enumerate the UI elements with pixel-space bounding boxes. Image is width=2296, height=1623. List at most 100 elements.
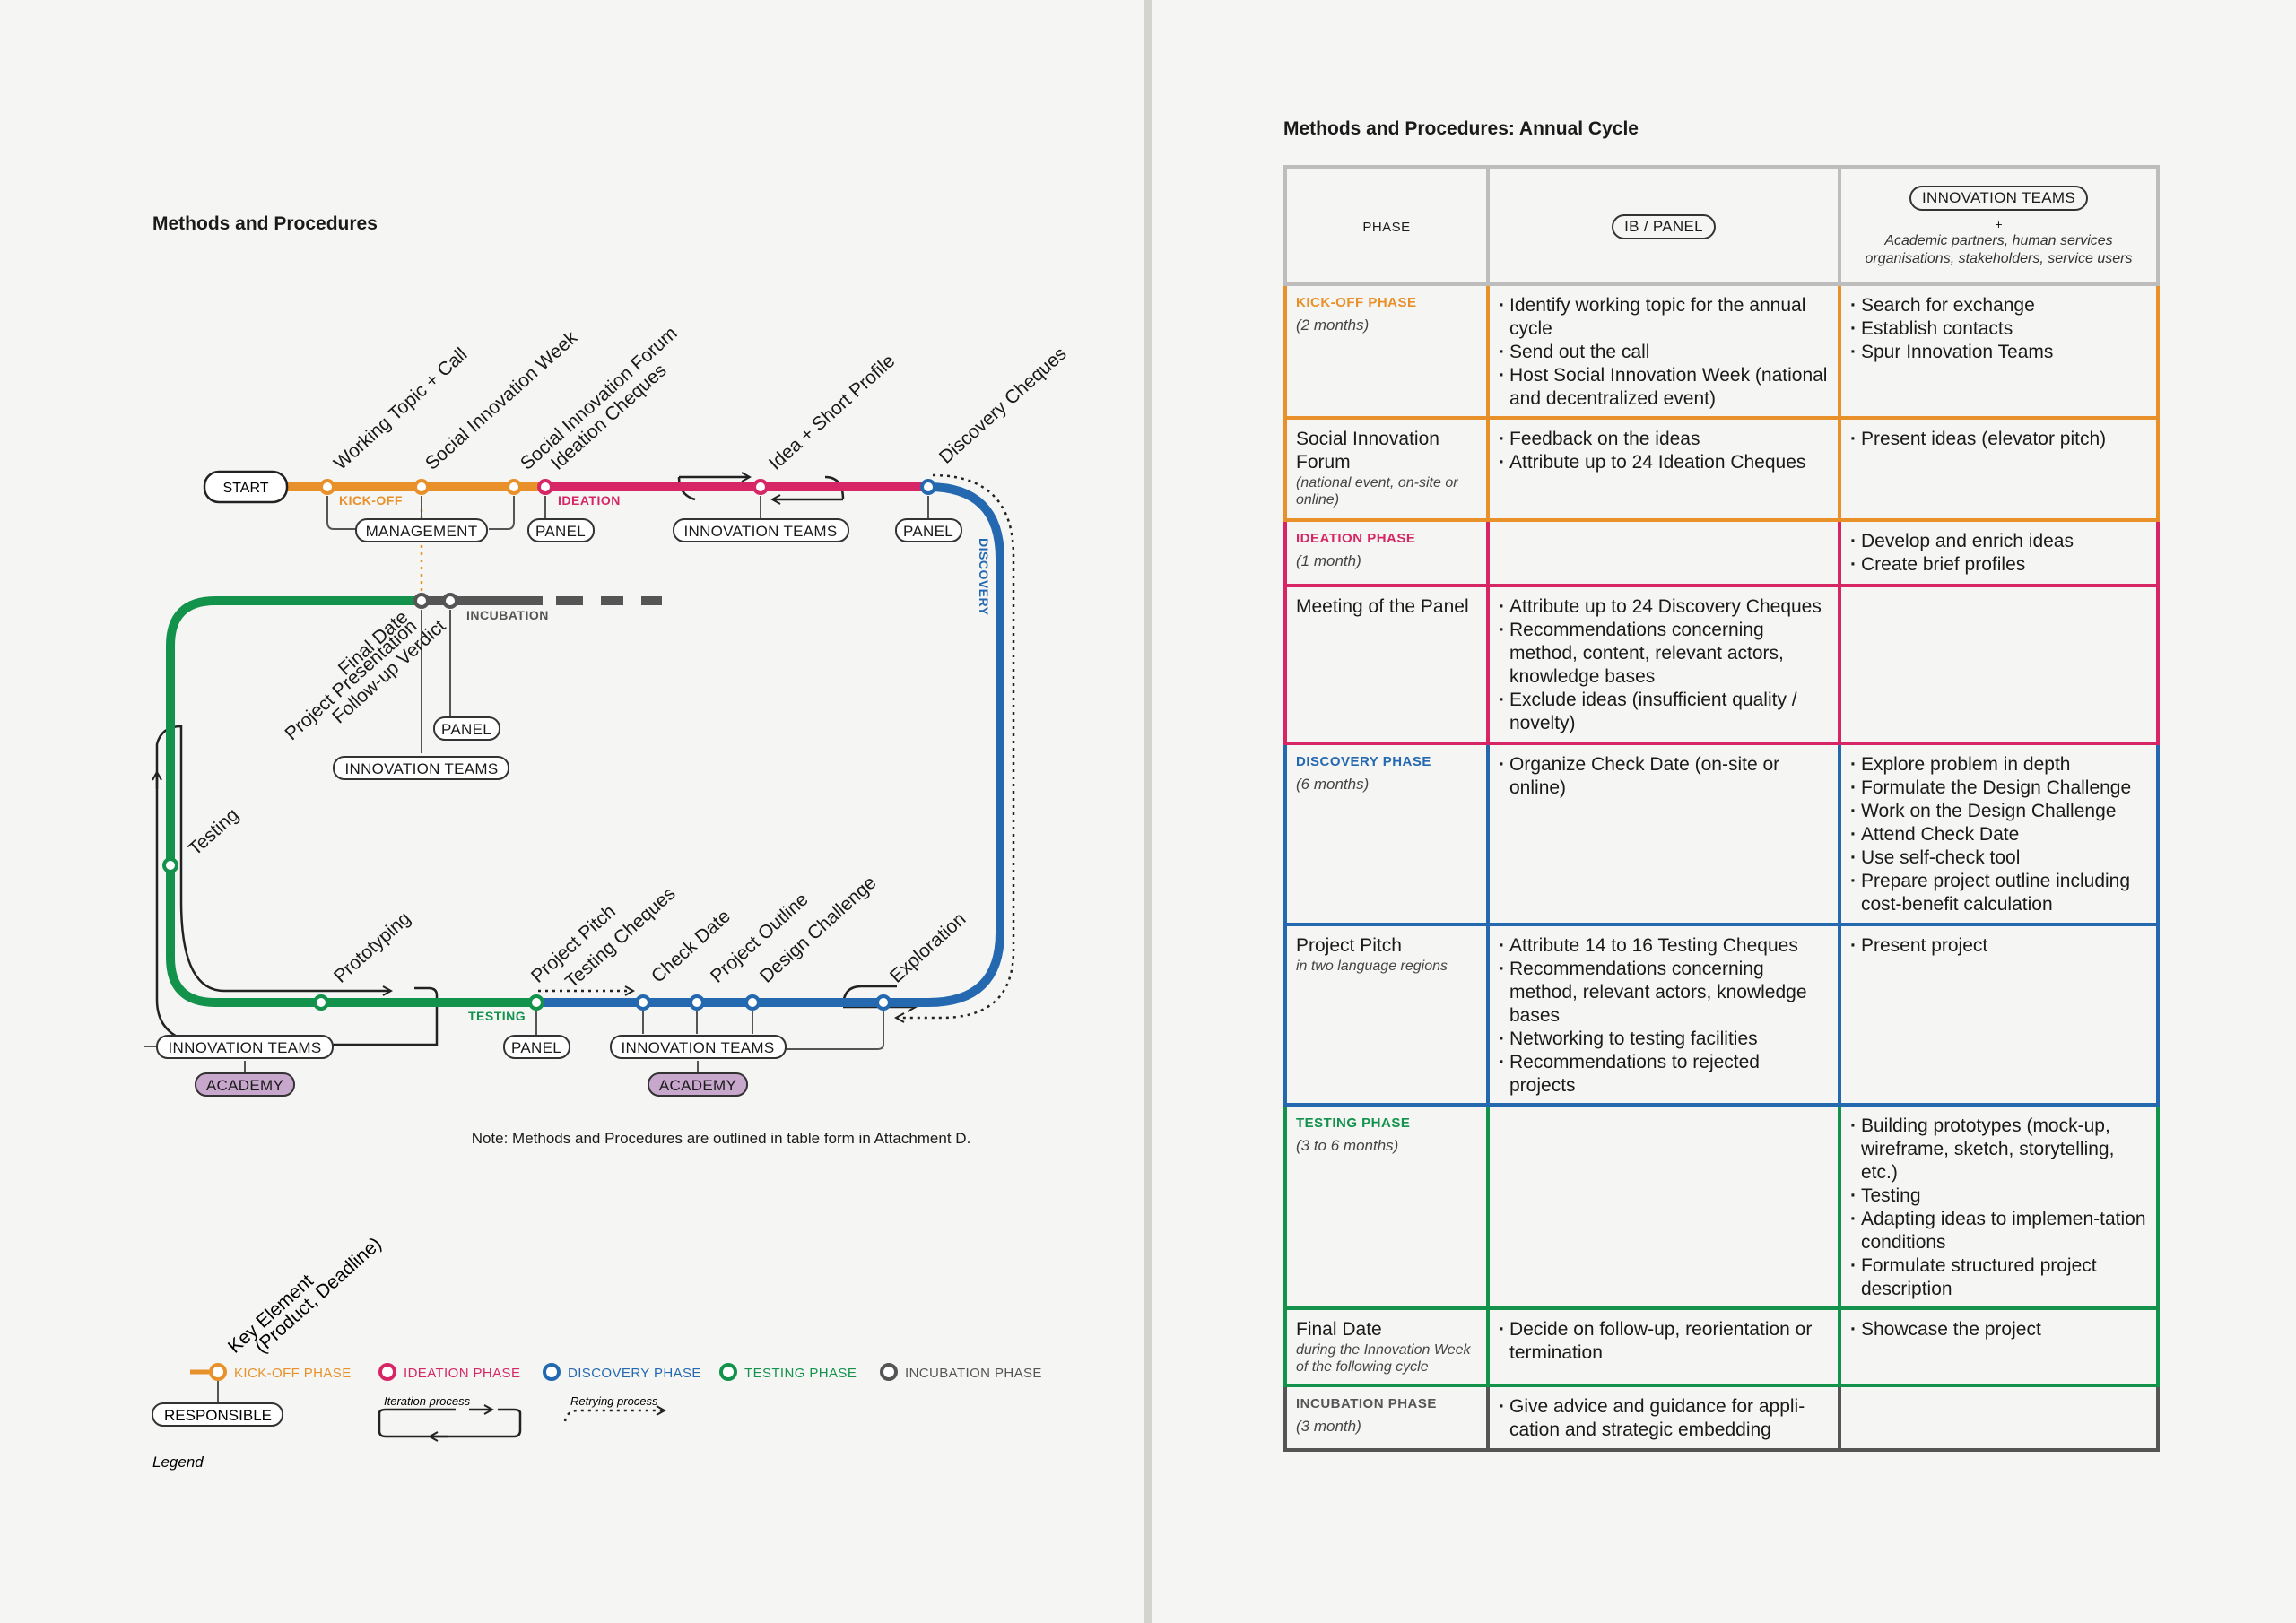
list-item: Develop and enrich ideas <box>1850 530 2147 553</box>
list-item: Recommendations concerning method, relev… <box>1499 958 1829 1028</box>
list-item: Create brief profiles <box>1850 553 2147 577</box>
label-panel-discovery: PANEL <box>903 523 953 540</box>
header-phase: PHASE <box>1283 165 1490 286</box>
start-label: START <box>223 481 269 496</box>
phase-name: DISCOVERY PHASE <box>1296 754 1431 769</box>
list-item: Explore problem in depth <box>1850 753 2147 777</box>
event-name: Project Pitch <box>1296 935 1402 956</box>
label-teams-testing: INNOVATION TEAMS <box>168 1039 321 1056</box>
station-project-pitch <box>528 994 544 1011</box>
station-social-week <box>413 479 430 495</box>
label-teams-incubation: INNOVATION TEAMS <box>344 760 498 777</box>
label-management: MANAGEMENT <box>366 523 478 540</box>
legend-testing: TESTING PHASE <box>744 1366 857 1381</box>
station-prototyping <box>313 994 329 1011</box>
list-item: Attribute 14 to 16 Testing Cheques <box>1499 934 1829 958</box>
list-item: Exclude ideas (insufficient quality / no… <box>1499 689 1829 735</box>
label-prototyping: Prototyping <box>330 908 414 987</box>
pill-panel-incubation <box>433 716 500 741</box>
list-item: Present project <box>1850 934 2147 958</box>
phase-name: INCUBATION PHASE <box>1296 1396 1437 1411</box>
diagram-title: Methods and Procedures <box>152 213 378 234</box>
event-name: Social Innovation Forum <box>1296 429 1439 473</box>
phase-name: IDEATION PHASE <box>1296 531 1416 546</box>
label-academy-left: ACADEMY <box>206 1077 283 1094</box>
header-innovation-teams: INNOVATION TEAMS + Academic partners, hu… <box>1838 165 2160 286</box>
pill-teams-incubation <box>333 756 509 780</box>
list-item: Testing <box>1850 1185 2147 1208</box>
legend-title: Legend <box>152 1454 204 1471</box>
stop-stubs <box>144 496 929 1073</box>
station-testing <box>162 857 178 873</box>
phase-name: KICK-OFF PHASE <box>1296 295 1417 310</box>
label-panel-incubation: PANEL <box>441 721 491 738</box>
station-final-date <box>413 593 430 609</box>
list-item: Prepare project outline including cost-b… <box>1850 870 2147 916</box>
incubation-line-label: INCUBATION <box>466 608 549 622</box>
label-panel-forum: PANEL <box>535 523 586 540</box>
pill-panel-discovery <box>895 518 962 542</box>
pill-panel-forum <box>527 518 595 542</box>
pill-academy-left <box>195 1072 295 1097</box>
pill-teams-ideation <box>673 518 849 542</box>
stations <box>162 479 936 1011</box>
row-ideation-phase: IDEATION PHASE (1 month) Develop and enr… <box>1283 518 2160 587</box>
list-item: Establish contacts <box>1850 317 2147 341</box>
list-item: Organize Check Date (on-site or online) <box>1499 753 1829 800</box>
list-item: Identify working topic for the annual cy… <box>1499 294 1829 341</box>
list-item: Networking to testing facilities <box>1499 1028 1829 1051</box>
list-item: Spur Innovation Teams <box>1850 341 2147 364</box>
diagram-note: Note: Methods and Procedures are outline… <box>472 1130 971 1147</box>
discovery-line-label: DISCOVERY <box>977 538 991 616</box>
list-item: Recommendations concerning method, conte… <box>1499 619 1829 689</box>
station-idea-profile <box>752 479 769 495</box>
list-item: Formulate structured project description <box>1850 1254 2147 1301</box>
label-project-presentation: Project Presentation <box>281 616 421 745</box>
event-note: (national event, on-site or online) <box>1296 475 1458 508</box>
annual-cycle-table-wrap: PHASE IB / PANEL INNOVATION TEAMS + Acad… <box>1283 165 2160 1452</box>
legend: Key Element (Product, Deadline) RESPONSI… <box>152 1234 1042 1471</box>
station-check-date <box>635 994 651 1011</box>
label-academy-right: ACADEMY <box>659 1077 736 1094</box>
annual-cycle-table: PHASE IB / PANEL INNOVATION TEAMS + Acad… <box>1283 165 2160 1452</box>
event-name: Final Date <box>1296 1319 1382 1340</box>
list-item: Formulate the Design Challenge <box>1850 777 2147 800</box>
station-ideation-cheques <box>537 479 553 495</box>
station-follow-up <box>442 593 458 609</box>
pill-panel-pitch <box>503 1035 570 1059</box>
row-panel-meeting: Meeting of the Panel Attribute up to 24 … <box>1283 584 2160 745</box>
row-social-forum: Social Innovation Forum (national event,… <box>1283 416 2160 522</box>
ideation-line-label: IDEATION <box>558 493 621 508</box>
list-item: Feedback on the ideas <box>1499 428 1829 451</box>
legend-responsible: RESPONSIBLE <box>164 1407 272 1424</box>
legend-ideation-dot <box>378 1363 396 1381</box>
phase-duration: (1 month) <box>1296 552 1361 569</box>
legend-discovery-dot <box>543 1363 561 1381</box>
label-exploration: Exploration <box>886 908 970 986</box>
list-item: Showcase the project <box>1850 1318 2147 1341</box>
legend-key-element-sub: (Product, Deadline) <box>251 1234 386 1358</box>
kickoff-line-label: KICK-OFF <box>339 493 403 508</box>
phase-duration: (6 months) <box>1296 776 1370 793</box>
legend-iteration: Iteration process <box>384 1394 471 1408</box>
row-discovery-phase: DISCOVERY PHASE (6 months) Organize Chec… <box>1283 742 2160 926</box>
legend-discovery: DISCOVERY PHASE <box>568 1366 701 1381</box>
list-item: Recommendations to rejected projects <box>1499 1051 1829 1098</box>
legend-testing-dot <box>719 1363 737 1381</box>
list-item: Adapting ideas to implemen-tation condit… <box>1850 1208 2147 1254</box>
legend-ideation: IDEATION PHASE <box>404 1366 520 1381</box>
list-item: Present ideas (elevator pitch) <box>1850 428 2147 451</box>
legend-kickoff: KICK-OFF PHASE <box>234 1366 352 1381</box>
list-item: Work on the Design Challenge <box>1850 800 2147 823</box>
right-page: Methods and Procedures: Annual Cycle PHA… <box>1152 0 2296 1623</box>
legend-incubation: INCUBATION PHASE <box>905 1366 1042 1381</box>
list-item: Building prototypes (mock-up, wireframe,… <box>1850 1115 2147 1185</box>
label-social-forum: Social Innovation Forum <box>517 323 682 474</box>
station-exploration <box>875 994 891 1011</box>
pill-teams-discovery <box>610 1035 787 1059</box>
legend-retrying: Retrying process <box>570 1394 658 1408</box>
iteration-loops <box>157 477 915 1046</box>
station-project-outline <box>689 994 705 1011</box>
phase-name: TESTING PHASE <box>1296 1115 1411 1131</box>
row-project-pitch: Project Pitch in two language regions At… <box>1283 923 2160 1107</box>
